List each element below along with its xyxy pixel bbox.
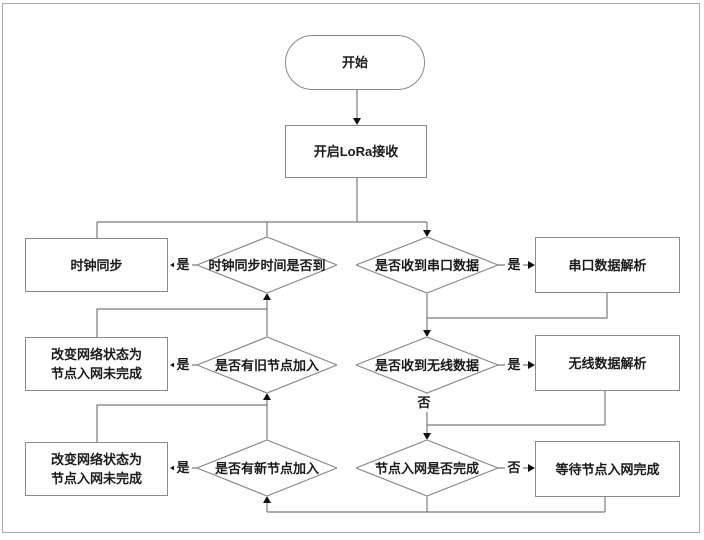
decision-serial-received: 是否收到串口数据 [356, 237, 498, 293]
decision-clock-sync-due: 时钟同步时间是否到 [197, 237, 337, 293]
branch-label-yes-wireless: 是 [505, 356, 523, 374]
edge-set-state-old-return [96, 308, 267, 337]
process-wait-join: 等待节点入网完成 [535, 441, 680, 497]
diamond-shape [197, 440, 337, 496]
serial-parse-label: 串口数据解析 [568, 257, 647, 273]
branch-label-no-join-complete: 否 [505, 459, 523, 477]
arrowhead-into-serial-received [423, 230, 431, 237]
process-set-state-new: 改变网络状态为 节点入网未完成 [25, 442, 168, 496]
start-node: 开始 [285, 35, 425, 90]
clock-sync-label: 时钟同步 [70, 257, 123, 273]
open-lora-label: 开启LoRa接收 [313, 144, 399, 159]
diamond-shape [197, 237, 337, 293]
wireless-parse-label: 无线数据解析 [568, 355, 647, 371]
edge-set-state-new-return [96, 404, 267, 442]
process-serial-parse: 串口数据解析 [535, 237, 680, 293]
set-state-old-line2: 节点入网未完成 [50, 366, 142, 381]
set-state-new-line1: 改变网络状态为 [50, 452, 142, 467]
new-node-join-label: 是否有新节点加入 [214, 460, 319, 476]
arrowhead-into-wireless-received [423, 330, 431, 337]
wireless-received-label: 是否收到无线数据 [374, 357, 479, 373]
join-complete-label: 节点入网是否完成 [374, 460, 479, 476]
branch-label-no-wireless: 否 [415, 394, 433, 412]
arrowhead-into-join-complete [423, 433, 431, 440]
set-state-old-line1: 改变网络状态为 [50, 347, 142, 362]
diamond-shape [197, 337, 337, 393]
arrowhead-into-old-node-join [263, 393, 271, 400]
branch-label-yes-clock-sync: 是 [174, 256, 192, 274]
arrowhead-into-lora [353, 118, 361, 125]
wait-join-label: 等待节点入网完成 [555, 461, 660, 477]
clock-sync-due-label: 时钟同步时间是否到 [208, 257, 326, 273]
set-state-new-line2: 节点入网未完成 [50, 471, 142, 486]
branch-label-yes-new-node: 是 [174, 459, 192, 477]
arrowhead-into-wireless-parse [528, 361, 535, 369]
branch-label-yes-old-node: 是 [174, 356, 192, 374]
decision-new-node-join: 是否有新节点加入 [197, 440, 337, 496]
old-node-join-label: 是否有旧节点加入 [214, 357, 319, 373]
decision-wireless-received: 是否收到无线数据 [356, 337, 498, 393]
diamond-shape [356, 440, 498, 496]
arrowhead-into-new-node-join [263, 496, 271, 503]
edge-wireless-parse-return [427, 391, 606, 426]
process-clock-sync: 时钟同步 [25, 238, 168, 292]
process-open-lora: 开启LoRa接收 [285, 125, 427, 178]
arrowhead-into-wait-join [528, 464, 535, 472]
diamond-shape [356, 337, 498, 393]
edge-serial-parse-return [427, 293, 608, 319]
branch-label-yes-serial: 是 [505, 256, 523, 274]
decision-old-node-join: 是否有旧节点加入 [197, 337, 337, 393]
diamond-shape [356, 237, 498, 293]
process-wireless-parse: 无线数据解析 [535, 335, 680, 391]
serial-received-label: 是否收到串口数据 [374, 257, 479, 273]
arrowhead-into-clock-sync-due [263, 293, 271, 300]
process-set-state-old: 改变网络状态为 节点入网未完成 [25, 337, 168, 391]
arrowhead-into-serial-parse [528, 261, 535, 269]
start-label: 开始 [341, 55, 368, 70]
decision-join-complete: 节点入网是否完成 [356, 440, 498, 496]
